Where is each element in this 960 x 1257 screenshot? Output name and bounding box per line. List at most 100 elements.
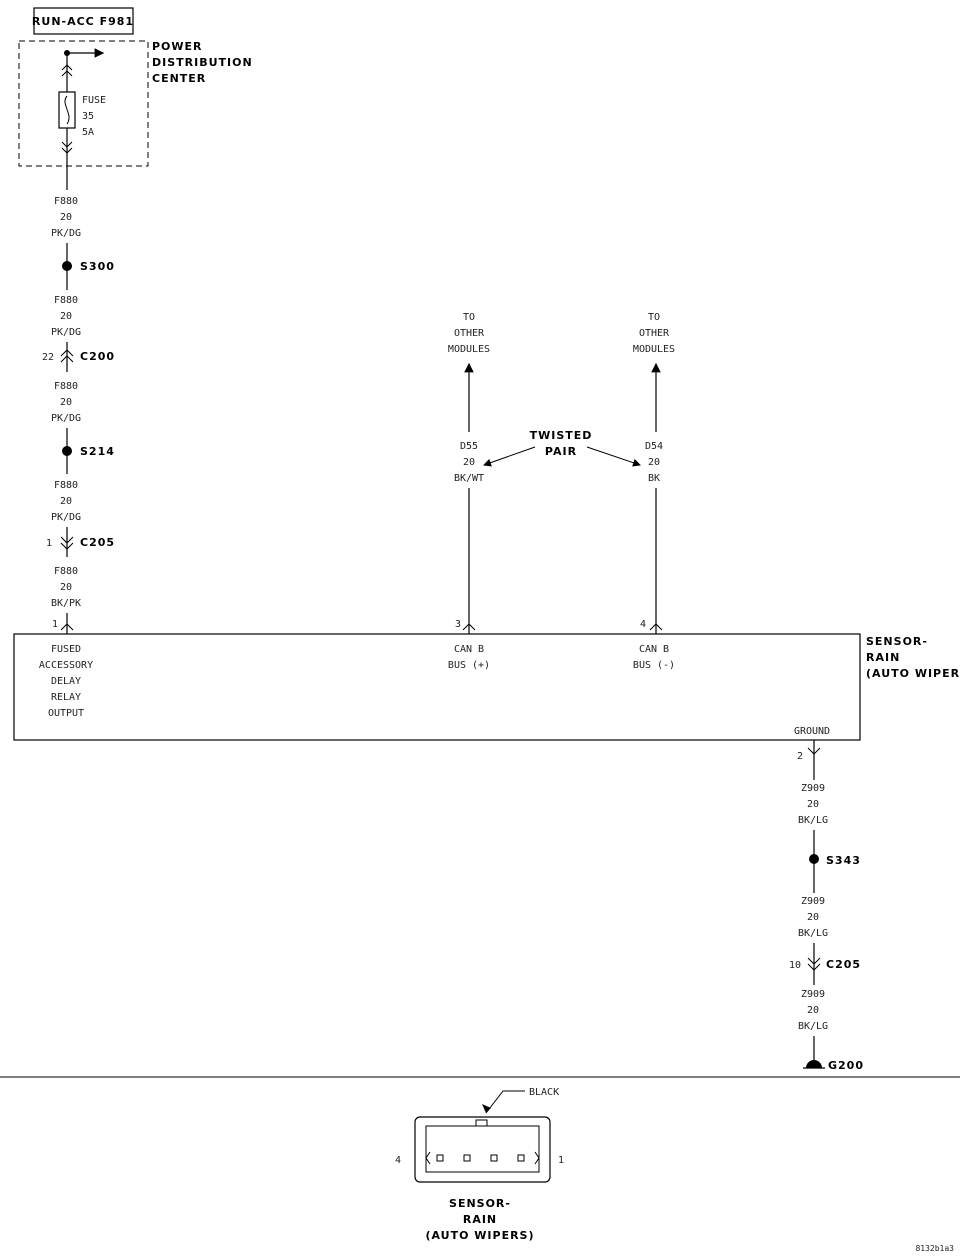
- c200-pin: 22: [42, 352, 54, 363]
- fuse-name: RUN-ACC F981: [32, 15, 134, 28]
- svg-text:SENSOR-: SENSOR-: [866, 635, 928, 648]
- module-pin-3-terminal: [462, 623, 476, 631]
- connector-color-arrow: [482, 1104, 491, 1113]
- connector-pin-right-label: 1: [558, 1155, 564, 1166]
- pdc-label-1: POWER: [152, 40, 203, 53]
- svg-text:MODULES: MODULES: [633, 344, 675, 355]
- svg-text:BK/LG: BK/LG: [798, 928, 828, 939]
- connector-c205-right: [807, 957, 821, 971]
- connector-cavity: [490, 1154, 498, 1162]
- svg-text:TO: TO: [648, 312, 660, 323]
- svg-text:F880: F880: [54, 381, 78, 392]
- svg-text:20: 20: [60, 311, 72, 322]
- power-distribution-center-box: [18, 40, 149, 167]
- connector-latch-left: [425, 1151, 431, 1165]
- left-wire-seg3: F880 20 PK/DG: [51, 381, 81, 424]
- c200-label: C200: [80, 350, 115, 363]
- svg-text:PK/DG: PK/DG: [51, 327, 81, 338]
- pdc-label-2: DISTRIBUTION: [152, 56, 253, 69]
- fuse-name-box: [33, 7, 134, 35]
- module-pin-1: 1: [52, 619, 58, 630]
- svg-text:TO: TO: [463, 312, 475, 323]
- connector-inner: [425, 1125, 540, 1173]
- connector-c200: [60, 349, 74, 363]
- ground-wire-seg3: Z909 20 BK/LG: [798, 989, 828, 1032]
- fuse-terminal-top: [61, 64, 73, 77]
- svg-text:PK/DG: PK/DG: [51, 512, 81, 523]
- left-wire-seg2: F880 20 PK/DG: [51, 295, 81, 338]
- figure-id: 8132b1a3: [915, 1244, 954, 1253]
- svg-text:D54: D54: [645, 441, 663, 452]
- svg-text:F880: F880: [54, 480, 78, 491]
- connector-cavity: [436, 1154, 444, 1162]
- module-pin-2-terminal: [807, 747, 821, 755]
- c205-left-label: C205: [80, 536, 115, 549]
- connector-latch-right: [534, 1151, 540, 1165]
- svg-text:RELAY: RELAY: [51, 692, 81, 703]
- fuse-element: [64, 95, 70, 125]
- can-plus-module-label: CAN B BUS (+): [448, 644, 490, 671]
- connector-cavity: [517, 1154, 525, 1162]
- svg-text:BK/LG: BK/LG: [798, 815, 828, 826]
- svg-text:MODULES: MODULES: [448, 344, 490, 355]
- svg-text:20: 20: [807, 799, 819, 810]
- ground-wire-seg1: Z909 20 BK/LG: [798, 783, 828, 826]
- connector-c205-left: [60, 536, 74, 550]
- module-pin-1-terminal: [60, 623, 74, 631]
- connector-color-leader: [485, 1090, 525, 1114]
- svg-text:Z909: Z909: [801, 783, 825, 794]
- svg-text:20: 20: [60, 582, 72, 593]
- twisted-label-2: PAIR: [545, 445, 577, 458]
- svg-text:20: 20: [807, 912, 819, 923]
- svg-text:OTHER: OTHER: [639, 328, 670, 339]
- sensor-rain-module: [13, 633, 861, 741]
- svg-text:D55: D55: [460, 441, 478, 452]
- svg-text:20: 20: [60, 212, 72, 223]
- svg-text:ACCESSORY: ACCESSORY: [39, 660, 93, 671]
- svg-text:20: 20: [807, 1005, 819, 1016]
- ground-g200-symbol: [806, 1060, 822, 1068]
- splice-s343: [809, 854, 819, 864]
- fused-accessory-label: FUSED ACCESSORY DELAY RELAY OUTPUT: [39, 644, 93, 719]
- svg-text:PK/DG: PK/DG: [51, 413, 81, 424]
- svg-text:FUSED: FUSED: [51, 644, 81, 655]
- svg-text:20: 20: [60, 397, 72, 408]
- svg-text:Z909: Z909: [801, 989, 825, 1000]
- svg-text:CAN B: CAN B: [639, 644, 669, 655]
- left-wire-seg4: F880 20 PK/DG: [51, 480, 81, 523]
- s300-label: S300: [80, 260, 115, 273]
- connector-color-label: BLACK: [529, 1087, 559, 1098]
- left-wire-seg1: F880 20 PK/DG: [51, 196, 81, 239]
- svg-text:BUS (-): BUS (-): [633, 660, 675, 671]
- svg-text:SENSOR-: SENSOR-: [449, 1197, 511, 1210]
- svg-text:OTHER: OTHER: [454, 328, 485, 339]
- svg-text:BUS (+): BUS (+): [448, 660, 490, 671]
- module-pin-4: 4: [640, 619, 646, 630]
- connector-view-name: SENSOR- RAIN (AUTO WIPERS): [425, 1197, 534, 1242]
- svg-text:20: 20: [463, 457, 475, 468]
- twisted-arrow-left: [483, 446, 536, 467]
- can-plus-wire-label: D55 20 BK/WT: [454, 441, 484, 484]
- connector-outline: [414, 1116, 551, 1183]
- svg-text:DELAY: DELAY: [51, 676, 81, 687]
- svg-text:PK/DG: PK/DG: [51, 228, 81, 239]
- ground-wire-seg2: Z909 20 BK/LG: [798, 896, 828, 939]
- twisted-label-1: TWISTED: [530, 429, 593, 442]
- svg-text:BK/WT: BK/WT: [454, 473, 484, 484]
- svg-text:CAN B: CAN B: [454, 644, 484, 655]
- splice-s300: [62, 261, 72, 271]
- svg-text:20: 20: [648, 457, 660, 468]
- s214-label: S214: [80, 445, 115, 458]
- to-other-modules-left: TO OTHER MODULES: [448, 312, 490, 355]
- svg-text:RAIN: RAIN: [463, 1213, 497, 1226]
- c205-right-label: C205: [826, 958, 861, 971]
- svg-text:Z909: Z909: [801, 896, 825, 907]
- fuse-terminal-bottom: [61, 141, 73, 154]
- module-pin-2: 2: [797, 751, 803, 762]
- connector-cavity: [463, 1154, 471, 1162]
- fuse-label-2: 35: [82, 111, 94, 122]
- svg-text:(AUTO WIPERS): (AUTO WIPERS): [425, 1229, 534, 1242]
- fuse-label-1: FUSE: [82, 95, 106, 106]
- svg-text:F880: F880: [54, 566, 78, 577]
- pdc-label-3: CENTER: [152, 72, 206, 85]
